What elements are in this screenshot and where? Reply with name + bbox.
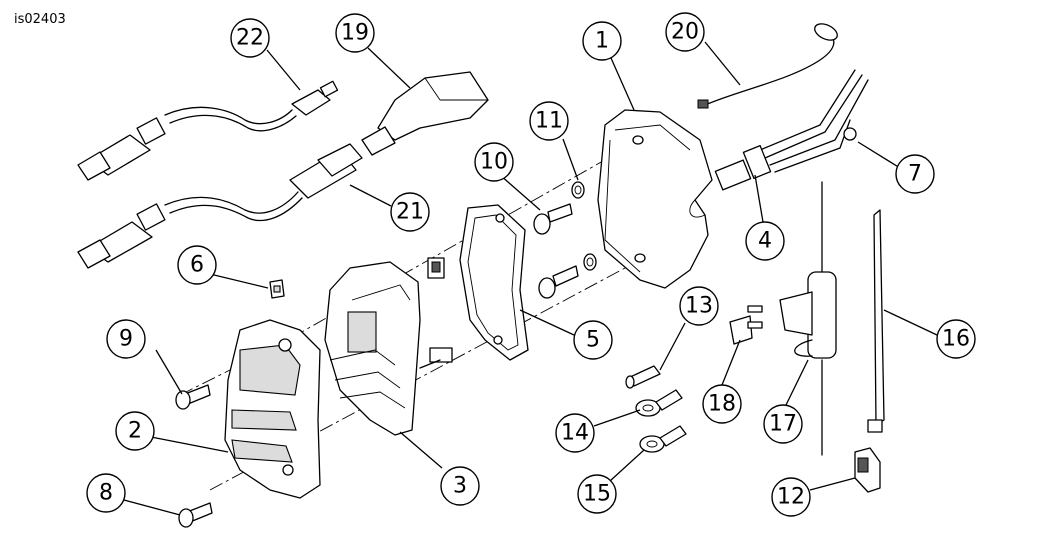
svg-text:3: 3 (453, 474, 467, 499)
callout-14: 14 (555, 413, 595, 453)
callout-4: 4 (745, 221, 785, 261)
leader-lines (123, 41, 938, 516)
svg-text:15: 15 (583, 482, 611, 507)
clip-part (269, 279, 285, 299)
callout-8: 8 (86, 473, 126, 513)
callout-20: 20 (665, 12, 705, 52)
svg-text:2: 2 (128, 419, 142, 444)
svg-text:4: 4 (758, 229, 772, 254)
callout-11: 11 (529, 101, 569, 141)
front-cover-part (224, 319, 321, 499)
gasket-part (459, 204, 529, 361)
callout-22: 22 (230, 18, 270, 58)
svg-text:16: 16 (942, 327, 970, 352)
screw-part (533, 203, 579, 299)
svg-text:18: 18 (708, 392, 736, 417)
svg-text:20: 20 (671, 20, 699, 45)
figure-reference-code: is02403 (14, 12, 66, 27)
ring-terminal-part (635, 389, 687, 453)
screw-part-front (175, 384, 213, 528)
callout-12: 12 (771, 477, 811, 517)
svg-text:11: 11 (535, 109, 563, 134)
callout-16: 16 (936, 319, 976, 359)
svg-text:12: 12 (777, 485, 805, 510)
svg-text:1: 1 (595, 29, 609, 54)
svg-text:19: 19 (341, 21, 369, 46)
mount-clip-part (854, 447, 881, 493)
washer-part (571, 181, 597, 271)
callout-21: 21 (390, 192, 430, 232)
callout-1: 1 (582, 21, 622, 61)
callout-17: 17 (763, 404, 803, 444)
svg-text:6: 6 (190, 253, 204, 278)
callout-5: 5 (573, 320, 613, 360)
callout-7: 7 (895, 154, 935, 194)
svg-text:22: 22 (236, 26, 264, 51)
svg-text:17: 17 (769, 412, 797, 437)
svg-text:7: 7 (908, 162, 922, 187)
wiring-harness-part (714, 69, 869, 191)
wire-lead-part (697, 23, 838, 109)
fuse-holder-part (779, 181, 837, 456)
svg-text:5: 5 (586, 328, 600, 353)
callout-15: 15 (577, 474, 617, 514)
usb-cable-part-2 (77, 143, 363, 269)
svg-text:10: 10 (480, 150, 508, 175)
callout-9: 9 (106, 319, 146, 359)
cable-tie-part (867, 209, 885, 433)
svg-text:13: 13 (685, 294, 713, 319)
callout-18: 18 (702, 384, 742, 424)
svg-text:21: 21 (396, 200, 424, 225)
callout-2: 2 (115, 411, 155, 451)
svg-text:8: 8 (99, 481, 113, 506)
rear-housing-part (597, 109, 713, 289)
callout-10: 10 (474, 142, 514, 182)
callout-13: 13 (679, 286, 719, 326)
blade-fuse-part (729, 305, 763, 345)
callout-6: 6 (177, 245, 217, 285)
svg-text:14: 14 (561, 421, 589, 446)
switch-housing-part (324, 257, 453, 436)
callout-19: 19 (335, 13, 375, 53)
fuse-part (625, 365, 661, 389)
usb-cable-part (77, 80, 339, 181)
adapter-part (361, 71, 489, 156)
callout-3: 3 (440, 466, 480, 506)
svg-text:9: 9 (119, 327, 133, 352)
